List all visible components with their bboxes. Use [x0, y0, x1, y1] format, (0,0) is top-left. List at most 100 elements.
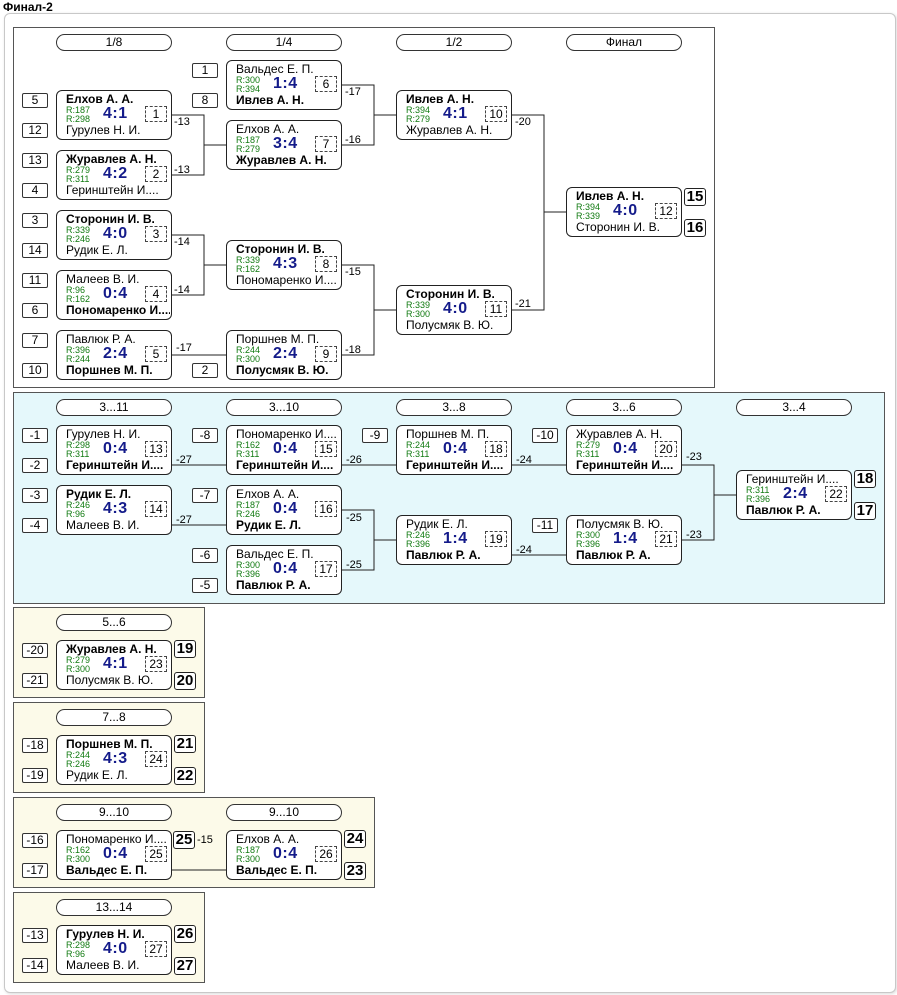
- match-number: 20: [655, 441, 677, 457]
- match-card[interactable]: Вальдес Е. П. R:300 R:394 1:4 6 Ивлев А.…: [226, 60, 342, 110]
- match-card[interactable]: Поршнев М. П. R:244 R:311 0:4 18 Гериншт…: [396, 425, 512, 475]
- match-score: 4:3: [103, 750, 128, 767]
- match-card[interactable]: Поршнев М. П. R:244 R:300 2:4 9 Полусмяк…: [226, 330, 342, 380]
- rating-bottom: R:396: [746, 494, 771, 504]
- match-number: 16: [315, 501, 337, 517]
- match-card[interactable]: Рудик Е. Л. R:246 R:396 1:4 19 Павлюк Р.…: [396, 515, 512, 565]
- match-card[interactable]: Павлюк Р. А. R:396 R:244 2:4 5 Поршнев М…: [56, 330, 172, 380]
- player-bottom: Малеев В. И.: [66, 519, 140, 532]
- final-match-card[interactable]: Ивлев А. Н. R:394 R:339 4:0 12 Сторонин …: [566, 187, 682, 237]
- place-box: 22: [174, 767, 196, 785]
- place-box: 15: [684, 188, 706, 206]
- match-card[interactable]: Елхов А. А. R:187 R:298 4:1 1 Гурулев Н.…: [56, 90, 172, 140]
- rating-bottom: R:246: [66, 759, 91, 769]
- match-card[interactable]: Елхов А. А. R:187 R:246 0:4 16 Рудик Е. …: [226, 485, 342, 535]
- loser-destination: -20: [515, 116, 531, 128]
- rating-bottom: R:394: [236, 84, 261, 94]
- seed-slot: -21: [22, 673, 48, 688]
- player-top: Геринштейн И....: [746, 473, 839, 486]
- match-number: 19: [485, 531, 507, 547]
- loser-destination: -27: [176, 514, 192, 526]
- match-score: 3:4: [273, 135, 298, 152]
- match-card[interactable]: Полусмяк В. Ю. R:300 R:396 1:4 21 Павлюк…: [566, 515, 682, 565]
- round-header-3-11: 3...11: [56, 399, 172, 416]
- match-score: 4:3: [273, 255, 298, 272]
- seed-slot: -17: [22, 863, 48, 878]
- player-bottom: Геринштейн И....: [406, 459, 504, 472]
- match-score: 4:1: [103, 105, 128, 122]
- match-card[interactable]: Пономаренко И.... R:162 R:311 0:4 15 Гер…: [226, 425, 342, 475]
- match-number: 25: [145, 846, 167, 862]
- rating-top: R:339: [406, 300, 431, 310]
- seed-slot: -5: [192, 578, 218, 593]
- match-card[interactable]: Гурулев Н. И. R:298 R:311 0:4 13 Гериншт…: [56, 425, 172, 475]
- match-card[interactable]: Вальдес Е. П. R:300 R:396 0:4 17 Павлюк …: [226, 545, 342, 595]
- player-bottom: Полусмяк В. Ю.: [236, 364, 329, 377]
- rating-bottom: R:300: [236, 854, 261, 864]
- rating-top: R:162: [236, 440, 261, 450]
- match-score: 4:0: [443, 300, 468, 317]
- match-card[interactable]: Геринштейн И.... R:311 R:396 2:4 22 Павл…: [736, 470, 852, 520]
- rating-bottom: R:298: [66, 114, 91, 124]
- match-number: 7: [315, 136, 337, 152]
- seed-slot: 5: [22, 93, 48, 108]
- match-card[interactable]: Журавлев А. Н. R:279 R:311 4:2 2 Гериншт…: [56, 150, 172, 200]
- rating-top: R:300: [236, 560, 261, 570]
- player-bottom: Журавлев А. Н.: [236, 154, 327, 167]
- rating-bottom: R:162: [66, 294, 91, 304]
- player-top: Пономаренко И....: [236, 428, 337, 441]
- seed-slot: 8: [192, 93, 218, 108]
- loser-destination: -24: [516, 544, 532, 556]
- match-number: 9: [315, 346, 337, 362]
- loser-destination: -15: [197, 834, 213, 846]
- match-card[interactable]: Елхов А. А. R:187 R:279 3:4 7 Журавлев А…: [226, 120, 342, 170]
- match-score: 0:4: [613, 440, 638, 457]
- loser-destination: -17: [345, 86, 361, 98]
- match-score: 4:1: [443, 105, 468, 122]
- player-bottom: Журавлев А. Н.: [406, 124, 493, 137]
- place-box: 17: [854, 502, 876, 520]
- match-card[interactable]: Сторонин И. В. R:339 R:246 4:0 3 Рудик Е…: [56, 210, 172, 260]
- rating-bottom: R:244: [66, 354, 91, 364]
- player-bottom: Полусмяк В. Ю.: [406, 319, 494, 332]
- match-card[interactable]: Журавлев А. Н. R:279 R:311 0:4 20 Геринш…: [566, 425, 682, 475]
- seed-slot: 13: [22, 153, 48, 168]
- round-header-1-4: 1/4: [226, 34, 342, 51]
- rating-top: R:396: [66, 345, 91, 355]
- place-box: 23: [344, 862, 366, 880]
- rating-top: R:187: [236, 135, 261, 145]
- place-box: 24: [344, 830, 366, 848]
- match-card[interactable]: Елхов А. А. R:187 R:300 0:4 26 Вальдес Е…: [226, 830, 342, 880]
- rating-bottom: R:300: [406, 309, 431, 319]
- loser-destination: -17: [176, 342, 192, 354]
- player-bottom: Павлюк Р. А.: [236, 579, 311, 592]
- rating-bottom: R:396: [576, 539, 601, 549]
- match-card[interactable]: Малеев В. И. R:96 R:162 0:4 4 Пономаренк…: [56, 270, 172, 320]
- match-card[interactable]: Ивлев А. Н. R:394 R:279 4:1 10 Журавлев …: [396, 90, 512, 140]
- match-card[interactable]: Пономаренко И.... R:162 R:300 0:4 25 Вал…: [56, 830, 172, 880]
- seed-slot: 3: [22, 213, 48, 228]
- round-header-9-10: 9...10: [56, 804, 172, 821]
- match-card[interactable]: Сторонин И. В. R:339 R:162 4:3 8 Пономар…: [226, 240, 342, 290]
- match-card[interactable]: Журавлев А. Н. R:279 R:300 4:1 23 Полусм…: [56, 640, 172, 690]
- match-score: 4:0: [103, 225, 128, 242]
- player-top: Пономаренко И....: [66, 833, 167, 846]
- player-bottom: Пономаренко И....: [236, 274, 337, 287]
- player-bottom: Геринштейн И....: [576, 459, 674, 472]
- round-header-3-8: 3...8: [396, 399, 512, 416]
- player-top: Сторонин И. В.: [406, 288, 495, 301]
- match-card[interactable]: Сторонин И. В. R:339 R:300 4:0 11 Полусм…: [396, 285, 512, 335]
- player-top: Гурулев Н. И.: [66, 928, 145, 941]
- player-bottom: Рудик Е. Л.: [66, 244, 128, 257]
- match-card[interactable]: Гурулев Н. И. R:298 R:96 4:0 27 Малеев В…: [56, 925, 172, 975]
- seed-slot: 14: [22, 243, 48, 258]
- match-number: 17: [315, 561, 337, 577]
- round-header-1-8: 1/8: [56, 34, 172, 51]
- rating-bottom: R:311: [236, 449, 260, 459]
- match-card[interactable]: Поршнев М. П. R:244 R:246 4:3 24 Рудик Е…: [56, 735, 172, 785]
- rating-bottom: R:311: [66, 174, 90, 184]
- match-card[interactable]: Рудик Е. Л. R:246 R:96 4:3 14 Малеев В. …: [56, 485, 172, 535]
- match-score: 4:0: [613, 202, 638, 219]
- place-box: 26: [174, 925, 196, 943]
- player-bottom: Вальдес Е. П.: [66, 864, 148, 877]
